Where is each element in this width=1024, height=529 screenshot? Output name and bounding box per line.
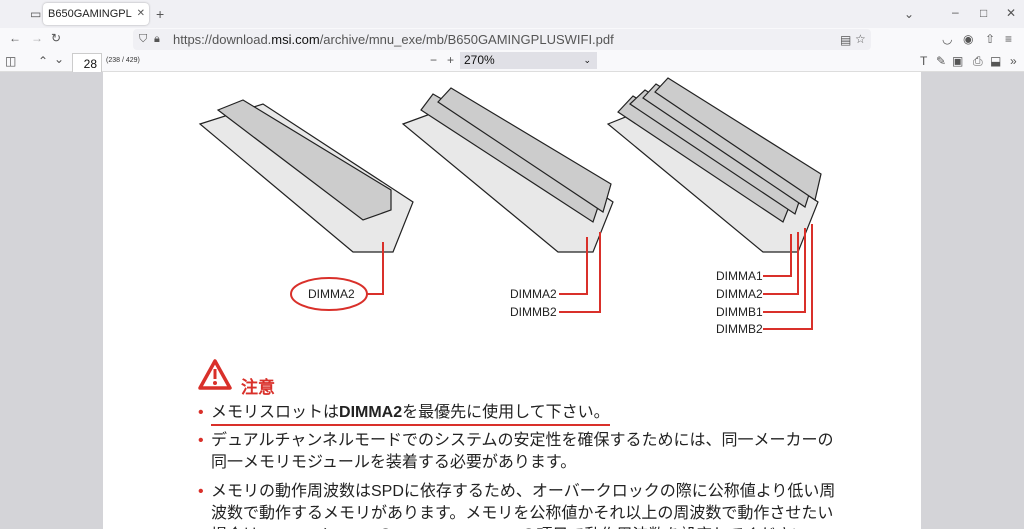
tab-title: B650GAMINGPLUSWIFI.pdf xyxy=(48,8,132,20)
forward-icon[interactable]: → xyxy=(31,31,43,45)
label-group1-dimma2: DIMMA2 xyxy=(308,287,355,301)
account-icon[interactable]: ◉ xyxy=(963,32,974,46)
minimize-icon[interactable]: – xyxy=(952,5,959,19)
draw-tool-icon[interactable]: ✎ xyxy=(936,54,947,68)
pdf-toolbar: ◫ ⌃ ⌄ 28 (238 / 429) − + 270% ⌄ T ✎ ▣ ⎙ ⬓… xyxy=(0,50,1024,73)
tab-pdf[interactable]: B650GAMINGPLUSWIFI.pdf ✕ xyxy=(43,3,149,25)
image-tool-icon[interactable]: ▣ xyxy=(952,54,964,68)
pocket-icon[interactable]: ◡ xyxy=(942,32,953,46)
warning-icon xyxy=(198,359,232,390)
reader-view-icon[interactable]: ▤ xyxy=(840,33,852,47)
label-group3-dimmb1: DIMMB1 xyxy=(716,305,763,319)
back-icon[interactable]: ← xyxy=(9,31,21,45)
caution-bullet-1: •メモリスロットはDIMMA2を最優先に使用して下さい。 xyxy=(198,402,838,426)
caution-bullet-2: •デュアルチャンネルモードでのシステムの安定性を確保するためには、同一メーカーの… xyxy=(198,430,838,474)
memory-slot-diagram xyxy=(198,77,822,330)
zoom-in-icon[interactable]: + xyxy=(447,53,455,67)
caution-title: 注意 xyxy=(241,378,275,397)
page-number-input[interactable]: 28 xyxy=(72,53,102,73)
label-group2-dimma2: DIMMA2 xyxy=(510,287,557,301)
nav-bar: ← → ↻ ⛉ 🔒︎ https://download.msi.com/arch… xyxy=(0,28,1024,50)
label-group3-dimmb2: DIMMB2 xyxy=(716,322,763,336)
tab-bar: ▭ B650GAMINGPLUSWIFI.pdf ✕ + ⌄ – □ ✕ xyxy=(0,0,1024,28)
lock-icon: 🔒︎ xyxy=(154,33,160,45)
pdf-page: DIMMA2 DIMMA2 DIMMB2 DIMMA1 DIMMA2 DIMMB… xyxy=(103,72,921,529)
previous-page-icon[interactable]: ⌃ xyxy=(38,54,49,68)
extensions-icon[interactable]: ⇧ xyxy=(985,32,996,46)
url-path: /archive/mnu_exe/mb/B650GAMINGPLUSWIFI.p… xyxy=(319,32,614,47)
zoom-out-icon[interactable]: − xyxy=(430,53,438,67)
text-tool-icon[interactable]: T xyxy=(920,54,928,68)
zoom-value: 270% xyxy=(464,53,495,67)
next-page-icon[interactable]: ⌄ xyxy=(54,52,65,66)
bullet1-text-end: を最優先に使用して下さい。 xyxy=(402,404,610,421)
bullet1-text: メモリスロットは xyxy=(211,404,340,421)
reload-icon[interactable]: ↻ xyxy=(51,31,62,45)
maximize-icon[interactable]: □ xyxy=(980,6,988,20)
page-count: (238 / 429) xyxy=(106,57,140,64)
bullet3-text: メモリの動作周波数はSPDに依存するため、オーバークロックの際に公称値より低い周… xyxy=(211,483,836,529)
sidebar-toggle-icon[interactable]: ◫ xyxy=(5,54,17,68)
new-tab-icon[interactable]: + xyxy=(156,6,165,22)
shield-icon: ⛉ xyxy=(139,33,148,45)
url-prefix: https://download. xyxy=(173,32,272,47)
label-group3-dimma1: DIMMA1 xyxy=(716,269,763,283)
chevron-down-icon: ⌄ xyxy=(583,55,591,65)
bookmark-star-icon[interactable]: ☆ xyxy=(855,32,866,46)
caution-bullet-3: •メモリの動作周波数はSPDに依存するため、オーバークロックの際に公称値より低い… xyxy=(198,481,838,529)
pdf-viewer[interactable]: DIMMA2 DIMMA2 DIMMB2 DIMMA1 DIMMA2 DIMMB… xyxy=(0,72,1024,529)
slot-group-1 xyxy=(198,103,414,253)
label-group3-dimma2: DIMMA2 xyxy=(716,287,763,301)
more-tools-icon[interactable]: » xyxy=(1010,54,1017,68)
print-icon[interactable]: ⎙ xyxy=(973,54,983,68)
tab-list-chevron-icon[interactable]: ⌄ xyxy=(904,7,915,21)
close-tab-icon[interactable]: ✕ xyxy=(136,8,145,19)
url-domain: msi.com xyxy=(271,32,320,47)
bullet2-text: デュアルチャンネルモードでのシステムの安定性を確保するためには、同一メーカーの同… xyxy=(211,432,834,471)
zoom-select[interactable]: 270% ⌄ xyxy=(460,52,597,69)
close-window-icon[interactable]: ✕ xyxy=(1006,6,1017,20)
bullet1-bold: DIMMA2 xyxy=(339,404,403,421)
menu-icon[interactable]: ≡ xyxy=(1005,32,1013,46)
url-bar[interactable]: ⛉ 🔒︎ https://download.msi.com/archive/mn… xyxy=(133,29,871,50)
save-icon[interactable]: ⬓ xyxy=(990,54,1002,68)
tab-overview-icon[interactable]: ▭ xyxy=(30,7,42,21)
label-group2-dimmb2: DIMMB2 xyxy=(510,305,557,319)
